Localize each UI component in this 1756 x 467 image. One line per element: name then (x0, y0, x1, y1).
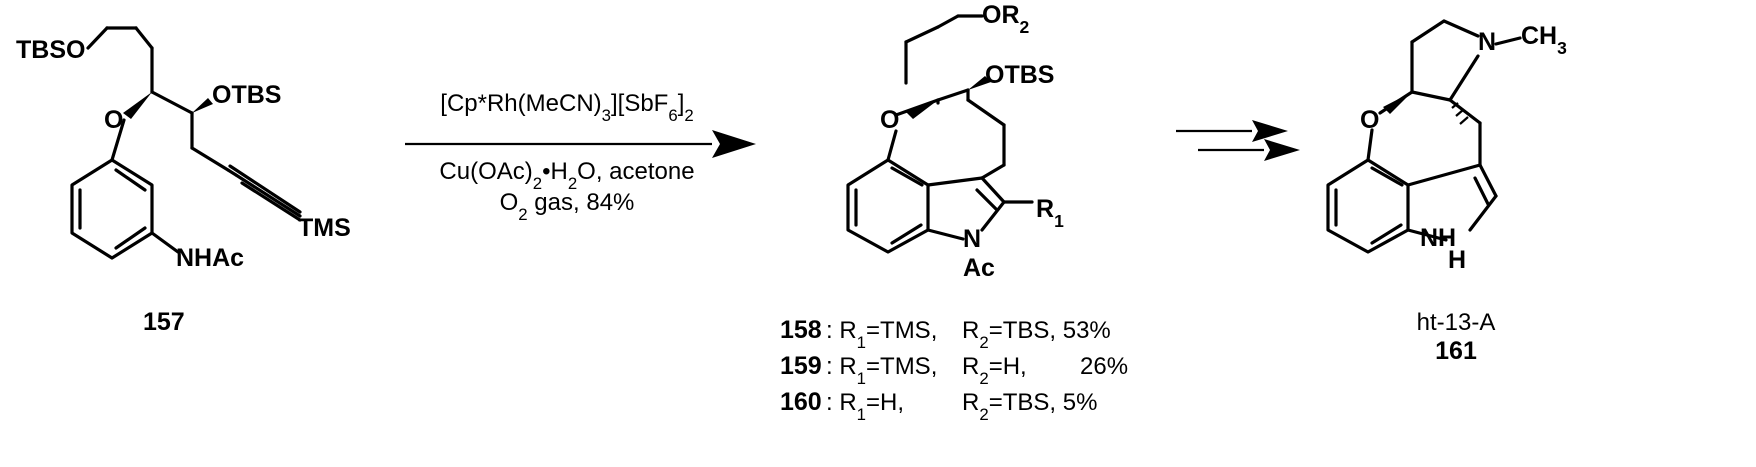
condition-line-2-part-0: O (500, 189, 519, 216)
product-acetyl-label: Ac (963, 254, 995, 282)
condition-line-0-part-5: 2 (684, 106, 693, 125)
row-159-r2: R2=H, (962, 353, 1027, 388)
row-158-r2-text-part-1: 2 (979, 333, 988, 352)
compound-number-161: 161 (1435, 337, 1477, 365)
sm-tbso-label: TBSO (16, 36, 85, 64)
row-160-r2-text-part-0: R (962, 389, 979, 416)
condition-line-2-part-1: 2 (518, 205, 527, 224)
row-159-r2-text-part-0: R (962, 353, 979, 380)
final-indole-h-label: H (1448, 246, 1466, 274)
final-methyl-label: CH3 (1521, 22, 1567, 58)
row-160-r2-text-part-2: =TBS, 5% (989, 389, 1098, 416)
product-ether-o-label: O (880, 106, 899, 134)
row-159-r2-text-part-2: =H, (989, 353, 1027, 380)
multistep-arrow (1176, 120, 1300, 161)
p-r1-part-1: 1 (1054, 211, 1064, 231)
product-indole-n-label: N (963, 225, 981, 253)
condition-oxidant-solvent: Cu(OAc)2•H2O, acetone (439, 158, 694, 193)
row-159-yield: 26% (1080, 353, 1128, 380)
final-compound-161: N CH3 O NH H ht-13-A 161 (1326, 19, 1567, 365)
condition-line-2-part-2: gas, 84% (528, 189, 635, 216)
product-r1-label: R1 (1036, 195, 1064, 231)
row-159-r1-text-part-0: : R (826, 353, 857, 380)
reaction-arrow-head (712, 130, 756, 158)
condition-line-0-part-4: ] (678, 90, 685, 117)
p-r1-part-0: R (1036, 195, 1054, 223)
row-158-r2-yield: R2=TBS, 53% (962, 317, 1111, 352)
row-159-id: 159 (780, 352, 822, 380)
row-159-r2-text-part-1: 2 (979, 369, 988, 388)
row-158-r2-text-part-2: =TBS, 53% (989, 317, 1111, 344)
row-158-r1-text-part-2: =TMS, (866, 317, 937, 344)
final-indole-nh-label: NH (1420, 224, 1456, 252)
row-158-r1: : R1=TMS, (826, 317, 937, 352)
f-ch3-part-0: CH (1521, 22, 1557, 50)
compound-number-157: 157 (143, 308, 185, 336)
row-160-r1-text-part-0: : R (826, 389, 857, 416)
condition-line-0-part-2: ][SbF (611, 90, 668, 117)
p-or2-part-1: 2 (1020, 17, 1030, 37)
sm-ether-o-label: O (104, 106, 123, 134)
row-160-id: 160 (780, 388, 822, 416)
row-160-r2-yield: R2=TBS, 5% (962, 389, 1097, 424)
f-ch3-part-1: 3 (1557, 38, 1567, 58)
product-otbs-label: OTBS (985, 61, 1054, 89)
row-160-r1-text-part-1: 1 (857, 405, 866, 424)
row-158-id: 158 (780, 316, 822, 344)
final-amine-n-label: N (1478, 28, 1496, 56)
condition-line-1-part-2: •H (542, 158, 568, 185)
starting-material-157: TBSO O OTBS TMS NHAc 157 (16, 26, 351, 336)
p-or2-part-0: OR (982, 1, 1020, 29)
condition-atmosphere-yield: O2 gas, 84% (500, 189, 635, 224)
condition-line-1-part-4: O, acetone (577, 158, 694, 185)
condition-line-1-part-1: 2 (533, 174, 542, 193)
sm-nhac-label: NHAc (176, 244, 244, 272)
condition-catalyst: [Cp*Rh(MeCN)3][SbF6]2 (440, 90, 693, 125)
condition-line-0-part-0: [Cp*Rh(MeCN) (440, 90, 601, 117)
condition-line-1-part-3: 2 (568, 174, 577, 193)
condition-line-0-part-1: 3 (602, 106, 611, 125)
reaction-arrow-group: [Cp*Rh(MeCN)3][SbF6]2 Cu(OAc)2•H2O, acet… (405, 90, 756, 224)
product-variant-table: 158 : R1=TMS, R2=TBS, 53% 159 : R1=TMS, … (780, 316, 1128, 424)
row-158-r2-text-part-0: R (962, 317, 979, 344)
row-159-r1-text-part-1: 1 (857, 369, 866, 388)
product-or2-label: OR2 (982, 1, 1030, 37)
final-ether-o-label: O (1360, 106, 1379, 134)
row-158-r1-text-part-1: 1 (857, 333, 866, 352)
final-compound-name: ht-13-A (1417, 309, 1496, 336)
sm-otbs-label: OTBS (212, 81, 281, 109)
row-159-r1: : R1=TMS, (826, 353, 937, 388)
row-159-r1-text-part-2: =TMS, (866, 353, 937, 380)
condition-line-1-part-0: Cu(OAc) (439, 158, 532, 185)
row-160-r2-text-part-1: 2 (979, 405, 988, 424)
product-158-160: OR2 OTBS O R1 N Ac 158 : R1=TMS, R2=TBS,… (780, 1, 1128, 424)
row-160-r1: : R1=H, (826, 389, 904, 424)
sm-tms-label: TMS (298, 214, 351, 242)
row-160-r1-text-part-2: =H, (866, 389, 904, 416)
condition-line-0-part-3: 6 (668, 106, 677, 125)
row-158-r1-text-part-0: : R (826, 317, 857, 344)
